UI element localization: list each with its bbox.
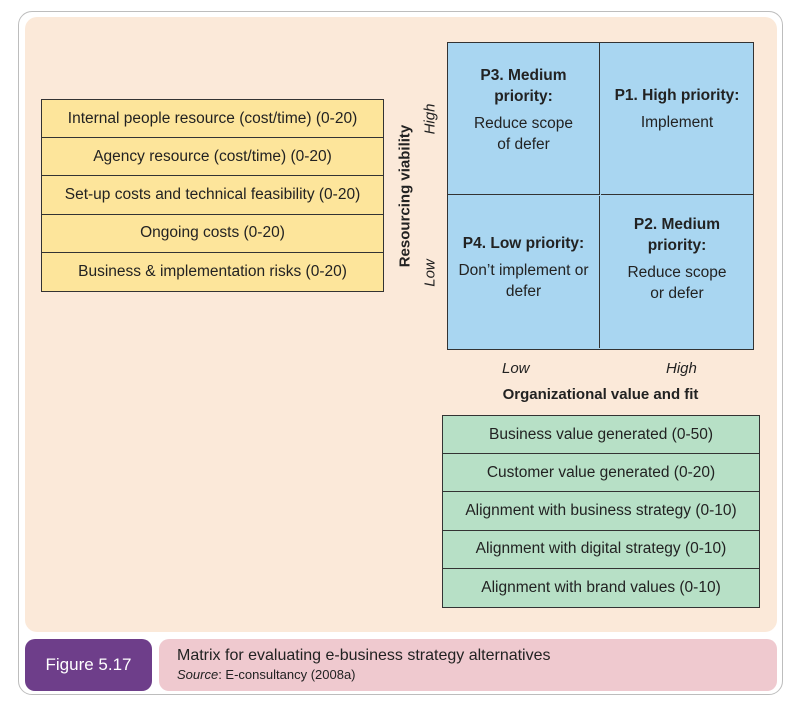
matrix-cell-p4: P4. Low priority: Don’t implement or def… [448,196,600,348]
caption-title: Matrix for evaluating e-business strateg… [177,647,551,664]
list-item: Set-up costs and technical feasibility (… [42,176,383,215]
matrix-cell-p1: P1. High priority: Implement [601,43,753,195]
list-item: Business & implementation risks (0-20) [78,262,347,280]
list-item: Alignment with business strategy (0-10) [443,492,759,531]
list-item: Ongoing costs (0-20) [42,215,383,253]
cell-description: Reduce scope of defer [473,115,574,153]
cell-title: P3. Medium priority: [480,67,567,105]
cell-description: Don’t implement or defer [458,262,589,300]
matrix-cell-p2: P2. Medium priority: Reduce scope or def… [601,196,753,348]
source-text: : E-consultancy (2008a) [218,667,356,682]
source-label: Source [177,667,219,682]
cell-title: P4. Low priority: [462,235,585,252]
x-axis-high-label: High [666,360,697,377]
list-item: Alignment with digital strategy (0-10) [443,531,759,569]
cell-title: P1. High priority: [614,87,740,104]
cell-description: Implement [640,114,714,131]
value-criteria-list: Business value generated (0-50) Customer… [442,415,760,608]
list-item: Agency resource (cost/time) (0-20) [42,138,383,177]
y-axis-low-label: Low [421,259,439,287]
list-item: Customer value generated (0-20) [443,454,759,493]
x-axis-low-label: Low [502,360,530,377]
list-item: Alignment with brand values (0-10) [481,578,721,596]
y-axis-high-label: High [421,103,439,135]
caption-source: Source: E-consultancy (2008a) [177,666,777,683]
y-axis-label: Resourcing viability [396,124,414,268]
resourcing-criteria-list: Internal people resource (cost/time) (0-… [41,99,384,292]
x-axis-label: Organizational value and fit [502,386,699,403]
matrix-cell-p3: P3. Medium priority: Reduce scope of def… [448,43,600,195]
list-item: Internal people resource (cost/time) (0-… [42,100,383,139]
cell-description: Reduce scope or defer [627,264,727,302]
list-item: Business value generated (0-50) [443,416,759,455]
cell-title: P2. Medium priority: [633,216,721,254]
priority-matrix: P3. Medium priority: Reduce scope of def… [447,42,754,350]
figure-number-badge: Figure 5.17 [25,639,152,691]
figure-caption: Matrix for evaluating e-business strateg… [159,639,777,691]
